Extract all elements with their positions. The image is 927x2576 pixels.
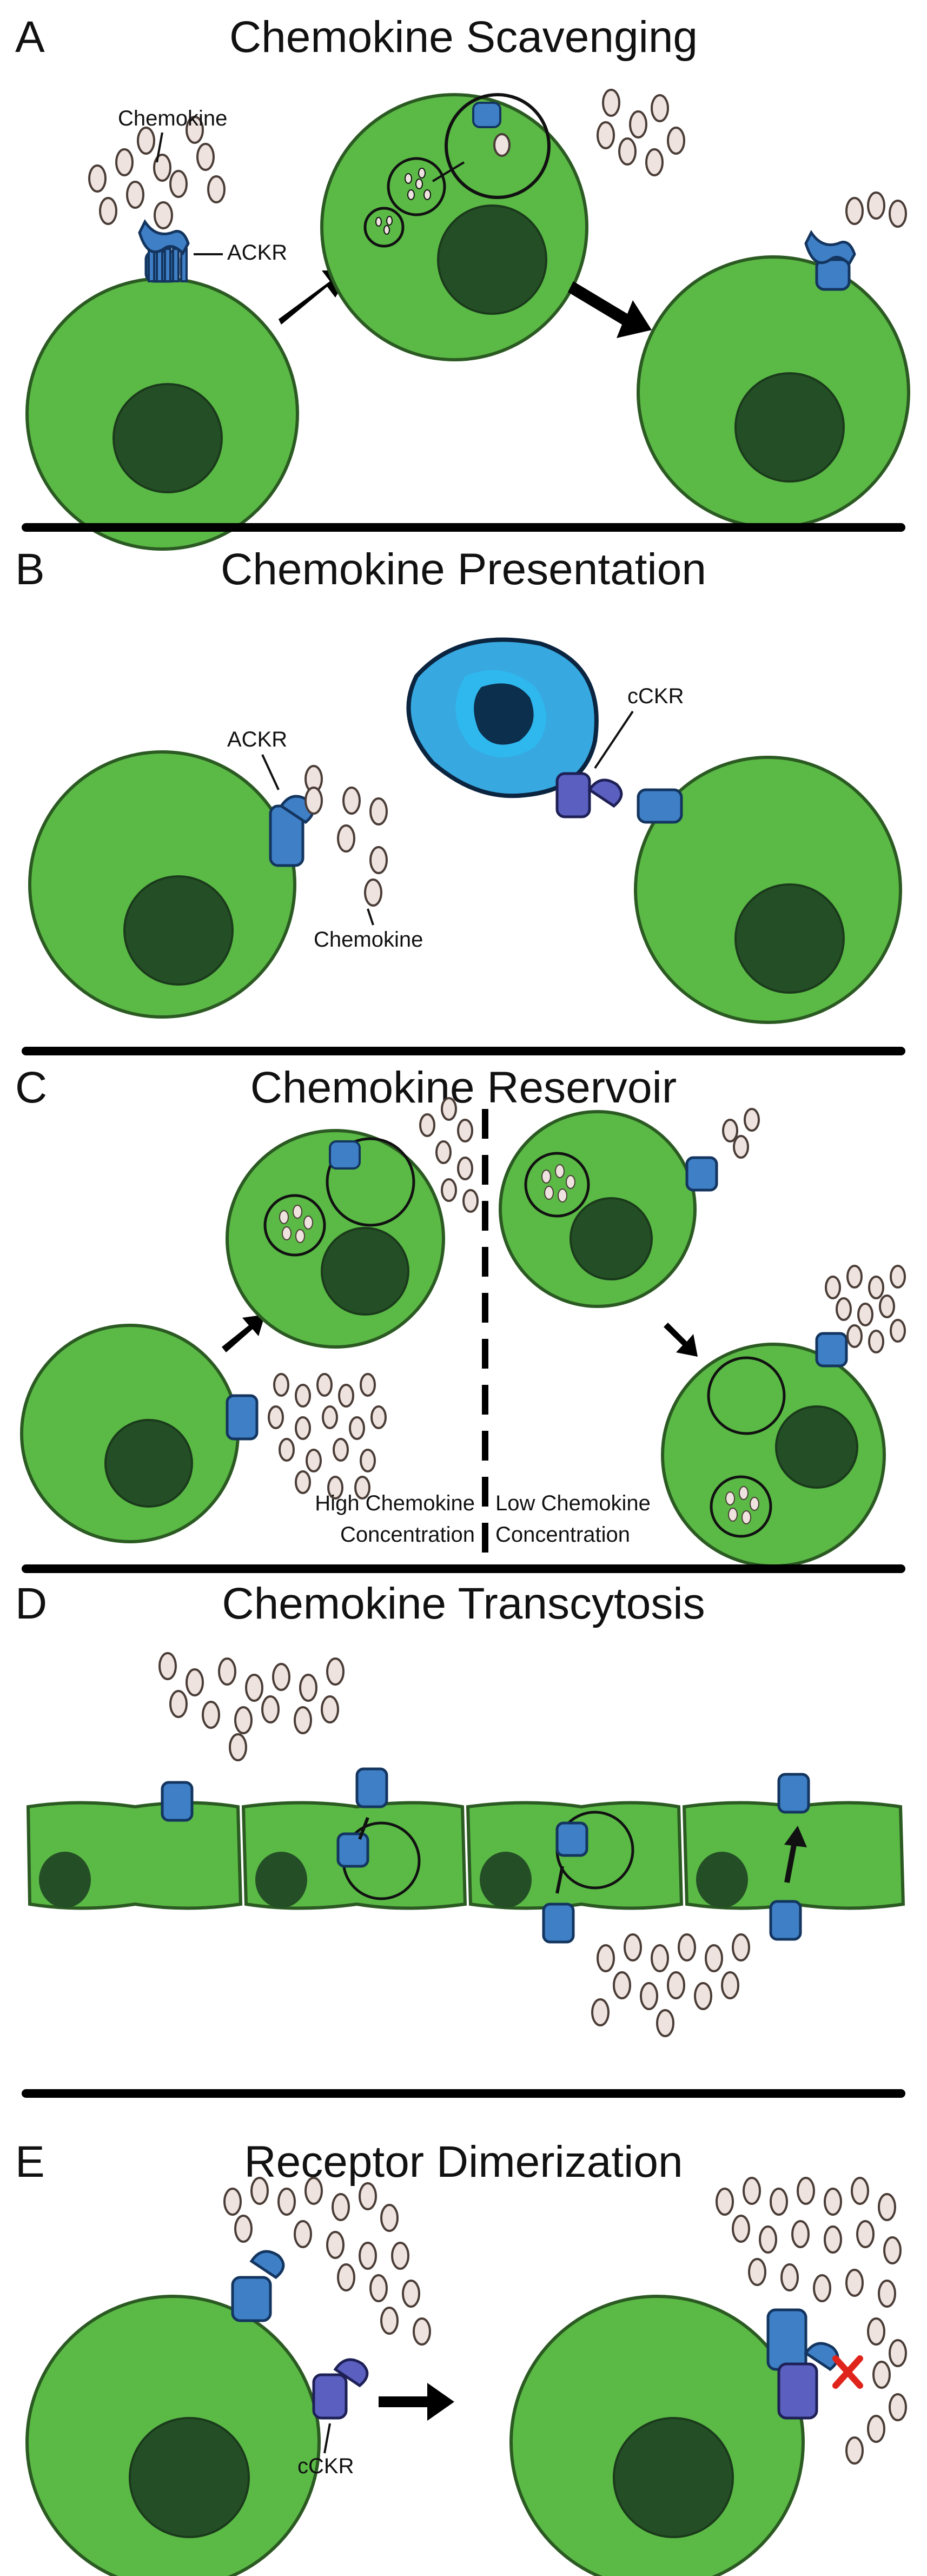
endothelial-cell-d1: [26, 1781, 243, 1910]
arrow-c2: [664, 1323, 698, 1357]
low-conc-label-2: Concentration: [495, 1523, 630, 1547]
chemokine-cluster-a1: [88, 116, 226, 225]
arrow-c1: [222, 1315, 265, 1352]
divider-b: [22, 1047, 905, 1055]
cell-b1: [28, 750, 315, 1019]
divider-c: [22, 1564, 905, 1573]
divider-a: [22, 523, 905, 532]
panel-d-diagram: [26, 1652, 905, 2037]
cckr-receptor-b: [555, 772, 623, 818]
panel-b-letter: B: [15, 545, 45, 594]
cell-c2: [226, 1129, 445, 1349]
cell-b2: [634, 756, 902, 1024]
chemokine-cluster-e1: [223, 2177, 431, 2346]
panel-a-title: Chemokine Scavenging: [229, 12, 698, 62]
arrow-e: [379, 2383, 454, 2421]
panel-d-letter: D: [15, 1579, 48, 1628]
blocked-x-icon: [832, 2355, 863, 2389]
cckr-label-e: cCKR: [297, 2454, 354, 2478]
panel-a: A Chemokine Scavenging Chemokine ACKR: [0, 0, 927, 551]
endothelial-cell-d4: [682, 1773, 905, 1941]
panel-c-letter: C: [15, 1063, 48, 1112]
chemokine-cluster-d2: [591, 1933, 750, 2037]
panel-e-diagram: cCKR: [25, 2177, 907, 2576]
panel-c: C Chemokine Reservoir High Chemokine Con…: [0, 1060, 927, 1580]
divider-d: [22, 2089, 905, 2098]
ackr-label-a: ACKR: [227, 241, 287, 265]
endothelial-cell-d3: [466, 1801, 684, 1944]
cell-a1: [25, 277, 299, 551]
chemokine-cluster-c2: [419, 1097, 479, 1213]
endothelial-cell-d2: [241, 1767, 467, 1910]
chemokine-cluster-a2: [597, 89, 685, 176]
cell-c4: [661, 1332, 886, 1568]
high-conc-label-2: Concentration: [340, 1523, 475, 1547]
ackr-label-b: ACKR: [227, 728, 287, 751]
panel-b-title: Chemokine Presentation: [221, 545, 706, 594]
ackr-receptor-a1: [138, 201, 190, 283]
cell-c3: [499, 1110, 718, 1308]
arrow-a2: [568, 281, 652, 338]
panel-c-diagram: High Chemokine Concentration Low Chemoki…: [20, 1097, 906, 1569]
panel-c-title: Chemokine Reservoir: [250, 1063, 677, 1112]
cell-e2: [509, 2295, 839, 2576]
chemokine-label-b: Chemokine: [314, 928, 423, 952]
chemokine-cluster-d1: [158, 1652, 345, 1761]
immune-cell-b: [406, 637, 599, 798]
panel-d-title: Chemokine Transcytosis: [222, 1579, 705, 1628]
panel-b-diagram: ACKR Chemokine cCKR: [28, 637, 902, 1024]
chemokine-cluster-a3: [845, 191, 907, 228]
cell-e1: [25, 2250, 369, 2576]
chemokine-label-a: Chemokine: [118, 107, 227, 130]
panel-e-title: Receptor Dimerization: [244, 2137, 683, 2187]
chemokine-cluster-e2: [716, 2177, 907, 2465]
cell-a3: [637, 230, 910, 529]
chemokine-cluster-c1: [268, 1373, 387, 1500]
panel-d: D Chemokine Transcytosis: [0, 1580, 927, 2126]
panel-a-diagram: Chemokine ACKR: [25, 89, 910, 551]
chemokine-cluster-c4: [825, 1265, 906, 1353]
chemokine-cluster-c3: [722, 1108, 760, 1159]
panel-a-letter: A: [15, 12, 45, 62]
cell-a2: [320, 93, 588, 361]
cckr-label-b: cCKR: [627, 684, 684, 708]
low-conc-label-1: Low Chemokine: [495, 1491, 651, 1515]
high-conc-label-1: High Chemokine: [315, 1491, 475, 1515]
panel-b: B Chemokine Presentation ACKR Chemokine …: [0, 536, 927, 1071]
cell-c1: [20, 1324, 259, 1543]
panel-e-letter: E: [15, 2137, 45, 2187]
panel-e: E Receptor Dimerization cCKR: [0, 2126, 927, 2576]
chemokine-cluster-b1: [304, 765, 388, 907]
